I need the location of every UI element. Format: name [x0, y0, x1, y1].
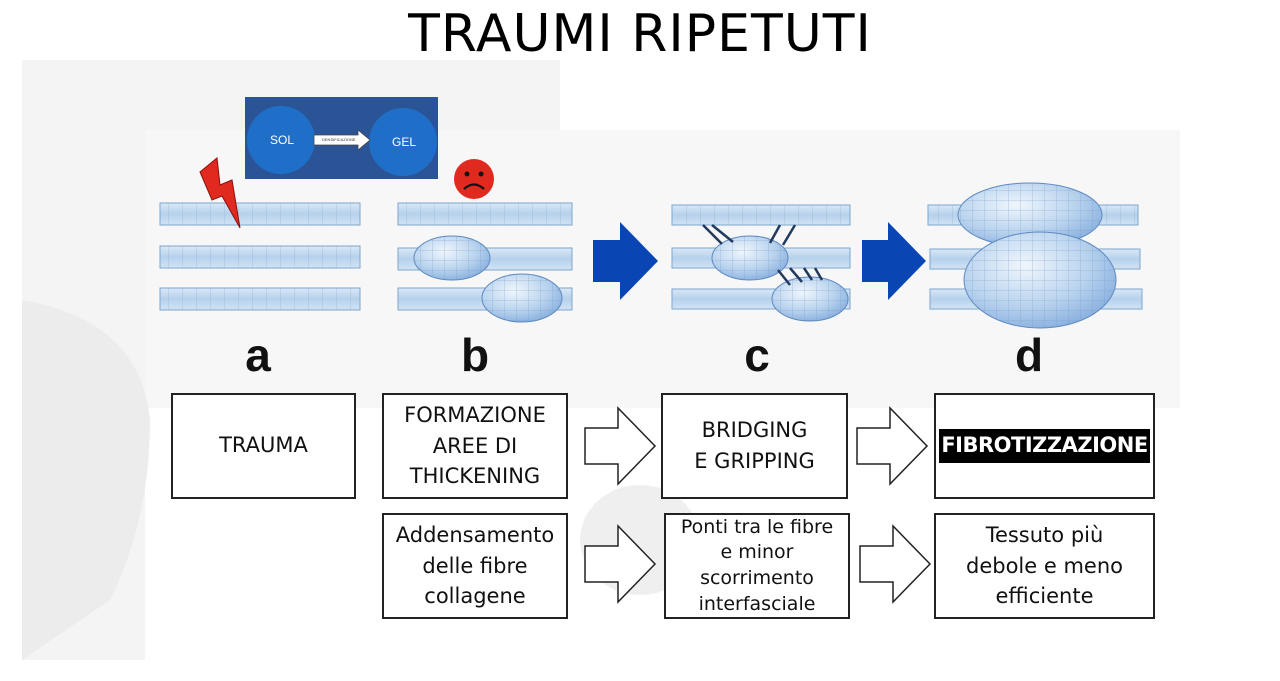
- sol-gel-inset: [245, 97, 438, 179]
- box-fibrotizzazione-text: FIBROTIZZAZIONE: [939, 429, 1150, 463]
- outline-arrow-icon: [856, 406, 929, 486]
- lightning-icon: [199, 157, 241, 229]
- page-title: TRAUMI RIPETUTI: [408, 4, 872, 64]
- stage-c-fibers: [671, 204, 851, 322]
- stage-letter-a: a: [245, 329, 271, 381]
- box-fibrotizzazione: FIBROTIZZAZIONE: [934, 393, 1155, 499]
- outline-arrow-icon: [859, 524, 932, 604]
- stage-letter-b: b: [460, 329, 490, 381]
- box-bridging: BRIDGING E GRIPPING: [661, 393, 848, 499]
- outline-arrow-icon: [584, 406, 657, 486]
- box-ponti-text: Ponti tra le fibre e minor scorrimento i…: [680, 515, 834, 615]
- box-tessuto: Tessuto più debole e meno efficiente: [934, 513, 1155, 619]
- densificazione-label: DENSIFICAZIONE: [322, 137, 356, 142]
- box-trauma: TRAUMA: [171, 393, 356, 499]
- box-ponti: Ponti tra le fibre e minor scorrimento i…: [664, 513, 850, 619]
- blue-arrow-icon: [862, 222, 926, 300]
- stage-d-fibers: [927, 182, 1143, 329]
- outline-arrow-icon: [584, 524, 657, 604]
- box-bridging-text: BRIDGING E GRIPPING: [694, 417, 815, 474]
- box-addensamento: Addensamento delle fibre collagene: [382, 513, 568, 619]
- sad-face-icon: [454, 159, 494, 199]
- box-addensamento-text: Addensamento delle fibre collagene: [395, 523, 555, 609]
- stage-letter-d: d: [1014, 329, 1044, 381]
- box-trauma-text: TRAUMA: [219, 433, 308, 458]
- box-tessuto-text: Tessuto più debole e meno efficiente: [966, 523, 1123, 609]
- stage-letter-c: c: [744, 329, 770, 381]
- blue-arrow-icon: [593, 222, 658, 300]
- stage-b-fibers: [397, 202, 573, 323]
- stage-a-fibers: [159, 202, 361, 311]
- sol-label: SOL: [270, 133, 295, 147]
- box-thickening: FORMAZIONE AREE DI THICKENING: [382, 393, 568, 499]
- box-thickening-text: FORMAZIONE AREE DI THICKENING: [404, 403, 546, 489]
- gel-label: GEL: [392, 135, 417, 149]
